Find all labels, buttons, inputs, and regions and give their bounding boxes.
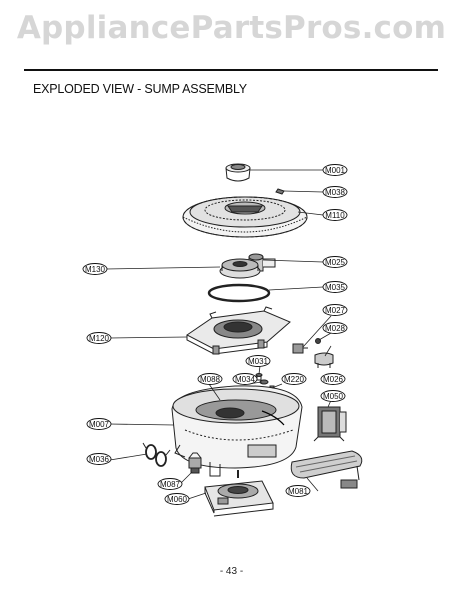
part-impeller bbox=[219, 258, 261, 279]
callout-label-text: M025 bbox=[325, 258, 346, 267]
section-title: EXPLODED VIEW - SUMP ASSEMBLY bbox=[33, 82, 247, 96]
part-heater bbox=[290, 450, 363, 489]
part-cap bbox=[225, 163, 251, 182]
callout-label-text: M220 bbox=[284, 375, 305, 384]
callout-m036: M036 bbox=[86, 453, 112, 465]
part-screw bbox=[275, 188, 285, 195]
callout-m035: M035 bbox=[322, 281, 348, 293]
callout-label-text: M120 bbox=[89, 334, 110, 343]
part-sump-tub bbox=[171, 385, 303, 477]
callout-label-text: M088 bbox=[200, 375, 221, 384]
callout-label-text: M110 bbox=[325, 211, 345, 220]
part-wash-motor bbox=[204, 470, 274, 517]
callout-label-text: M087 bbox=[160, 480, 181, 489]
callout-label-text: M081 bbox=[288, 487, 309, 496]
part-pump-housing bbox=[186, 306, 291, 355]
callout-m026: M026 bbox=[320, 373, 346, 385]
callout-m027: M027 bbox=[322, 304, 348, 316]
callout-m087: M087 bbox=[157, 478, 183, 490]
callout-m025: M025 bbox=[322, 256, 348, 268]
callout-m120: M120 bbox=[86, 332, 112, 344]
callout-label-text: M050 bbox=[323, 392, 344, 401]
leader-lines bbox=[105, 169, 333, 500]
callout-m088: M088 bbox=[197, 373, 223, 385]
callout-m050: M050 bbox=[320, 390, 346, 402]
callout-label-text: M031 bbox=[248, 357, 269, 366]
callout-m034: M034 bbox=[232, 373, 258, 385]
part-hose-clamps bbox=[142, 442, 171, 467]
part-m087 bbox=[188, 452, 202, 474]
part-gasket bbox=[207, 283, 271, 303]
part-m026 bbox=[314, 352, 334, 368]
callout-label-text: M036 bbox=[89, 455, 110, 464]
watermark: AppliancePartsPros.com bbox=[16, 10, 447, 46]
callout-m130: M130 bbox=[82, 263, 108, 275]
callout-label-text: M035 bbox=[325, 283, 346, 292]
callout-m060: M060 bbox=[164, 493, 190, 505]
callout-m028: M028 bbox=[322, 322, 348, 334]
callout-labels: M001M038M110M025M130M035M027M028M120M031… bbox=[82, 164, 348, 505]
callout-m110: M110 bbox=[322, 209, 348, 221]
callout-label-text: M028 bbox=[325, 324, 346, 333]
callout-m001: M001 bbox=[322, 164, 348, 176]
callout-label-text: M130 bbox=[85, 265, 106, 274]
callout-label-text: M034 bbox=[235, 375, 256, 384]
callout-m038: M038 bbox=[322, 186, 348, 198]
callout-m007: M007 bbox=[86, 418, 112, 430]
callout-label-text: M007 bbox=[89, 420, 110, 429]
part-m027 bbox=[292, 343, 308, 354]
callout-m081: M081 bbox=[285, 485, 311, 497]
part-filter-disc bbox=[182, 196, 308, 238]
part-m050 bbox=[313, 406, 347, 442]
page-number: - 43 - bbox=[219, 566, 244, 577]
callout-label-text: M026 bbox=[323, 375, 344, 384]
callout-label-text: M001 bbox=[325, 166, 346, 175]
header-rule bbox=[24, 69, 438, 71]
callout-label-text: M027 bbox=[325, 306, 346, 315]
callout-m031: M031 bbox=[245, 355, 271, 367]
callout-label-text: M038 bbox=[325, 188, 346, 197]
callout-label-text: M060 bbox=[167, 495, 188, 504]
callout-m220: M220 bbox=[281, 373, 307, 385]
